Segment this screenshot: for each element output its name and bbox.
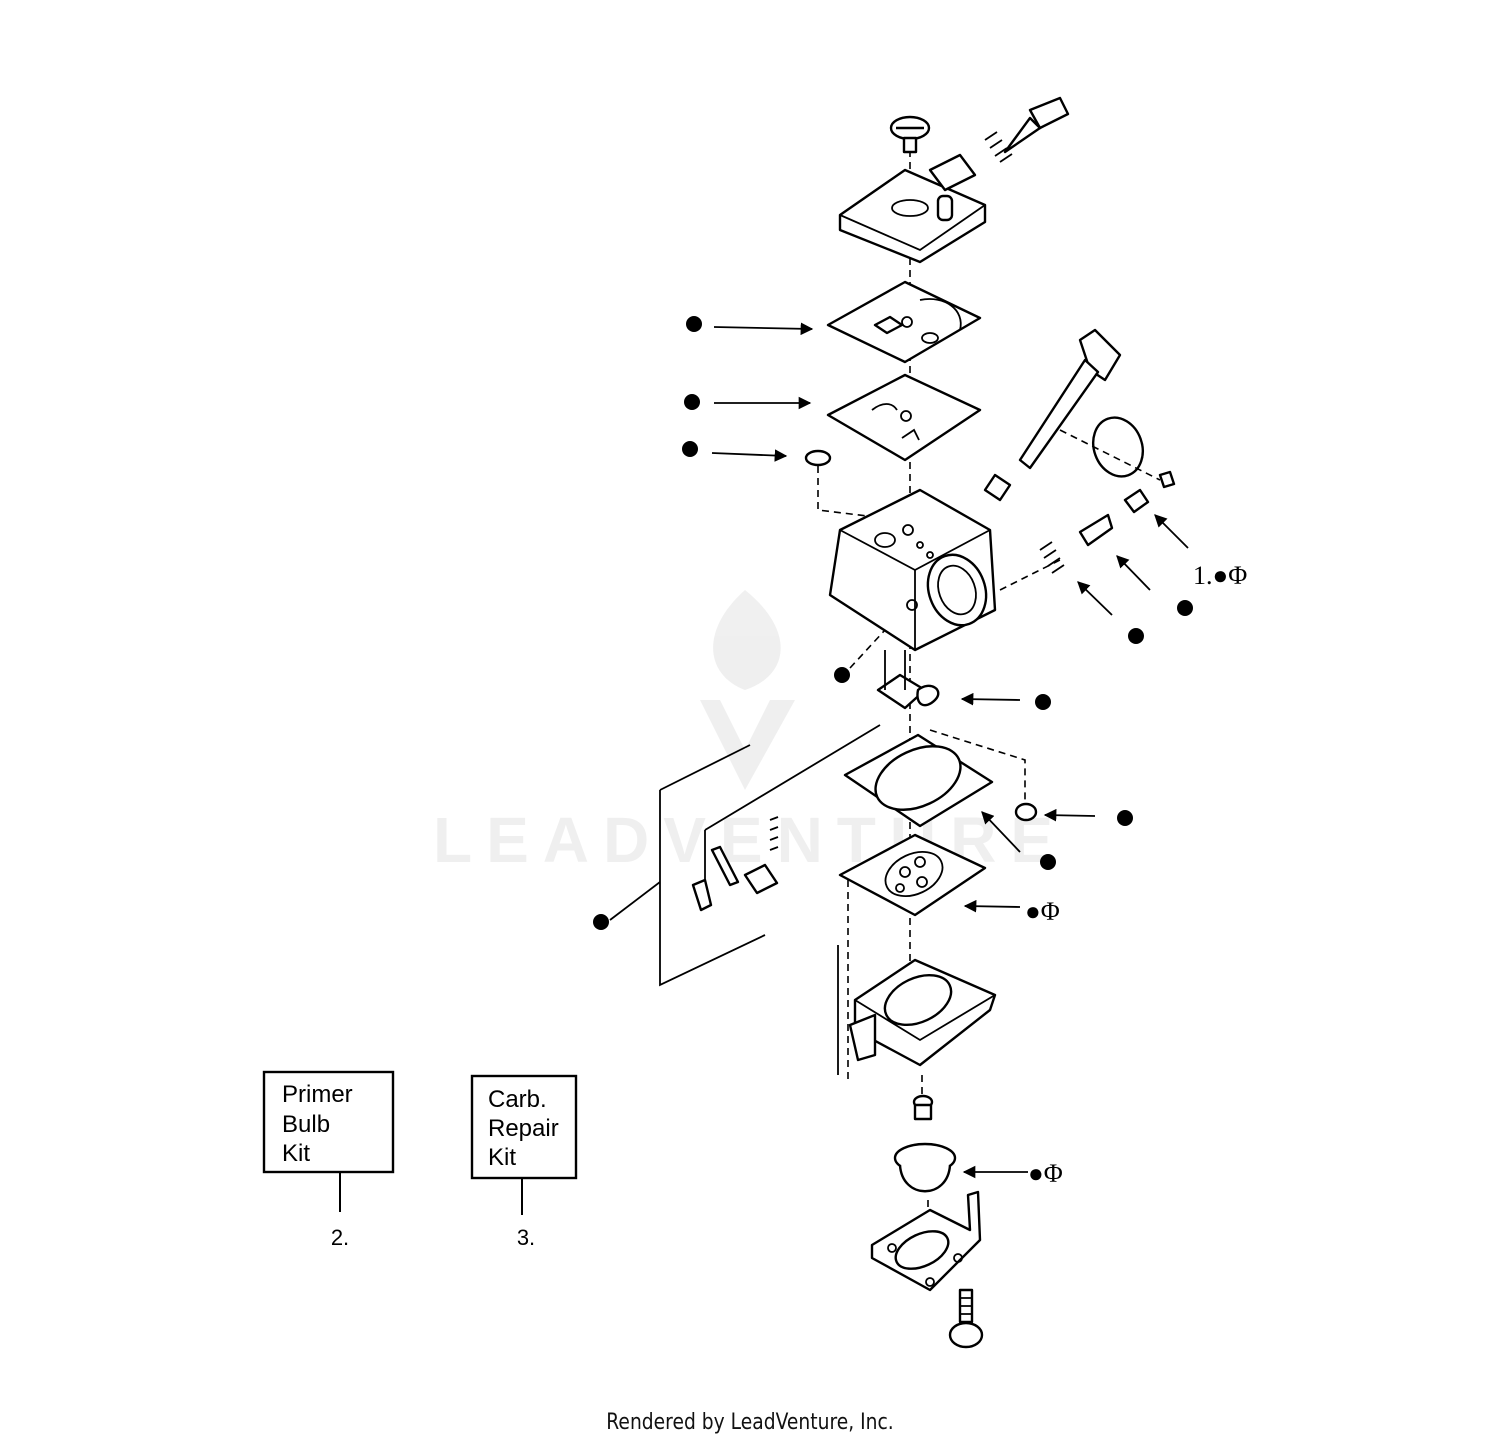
right-callouts: 1.●Φ bbox=[1077, 514, 1247, 644]
callout-primer-bulb: ●Φ bbox=[1028, 1159, 1063, 1188]
metering-diaphragm: ●Φ bbox=[838, 833, 1060, 926]
primer-screw bbox=[912, 1094, 934, 1121]
kit-line: Carb. bbox=[488, 1086, 547, 1113]
metering-gasket bbox=[843, 729, 1133, 870]
footer-credit: Rendered by LeadVenture, Inc. bbox=[606, 1410, 894, 1435]
pump-diaphragm bbox=[826, 373, 982, 462]
carb-repair-kit: Carb. Repair Kit 3. bbox=[470, 1074, 578, 1250]
watermark: LEADVENTURE bbox=[433, 590, 1053, 876]
kit-line: Bulb bbox=[282, 1111, 330, 1138]
base-screw bbox=[948, 1288, 984, 1349]
idle-needle bbox=[999, 488, 1150, 591]
inlet-lever bbox=[876, 650, 1051, 710]
kit-line: Primer bbox=[282, 1081, 353, 1108]
kit-line: Kit bbox=[488, 1144, 516, 1171]
left-callouts bbox=[682, 316, 814, 462]
primer-base bbox=[870, 1190, 982, 1292]
callout-idle-needle-set: 1.●Φ bbox=[1193, 561, 1247, 590]
linkage-group bbox=[593, 724, 881, 987]
pump-gasket bbox=[826, 280, 982, 364]
kit-line: Kit bbox=[282, 1140, 310, 1167]
primer-bulb-kit: Primer Bulb Kit 2. bbox=[262, 1070, 395, 1250]
metering-cover bbox=[848, 958, 997, 1067]
kit-ref-number: 2. bbox=[331, 1225, 349, 1250]
top-screw bbox=[889, 115, 931, 154]
high-speed-needle bbox=[984, 96, 1070, 163]
kit-ref-number: 3. bbox=[517, 1225, 535, 1250]
kit-line: Repair bbox=[488, 1115, 559, 1142]
primer-bulb: ●Φ bbox=[893, 1142, 1063, 1193]
welch-plug bbox=[834, 629, 886, 683]
carburetor-body bbox=[828, 488, 997, 652]
throttle-shaft bbox=[983, 328, 1176, 502]
callout-metering-diaphragm: ●Φ bbox=[1025, 897, 1060, 926]
pump-cover bbox=[838, 153, 987, 264]
